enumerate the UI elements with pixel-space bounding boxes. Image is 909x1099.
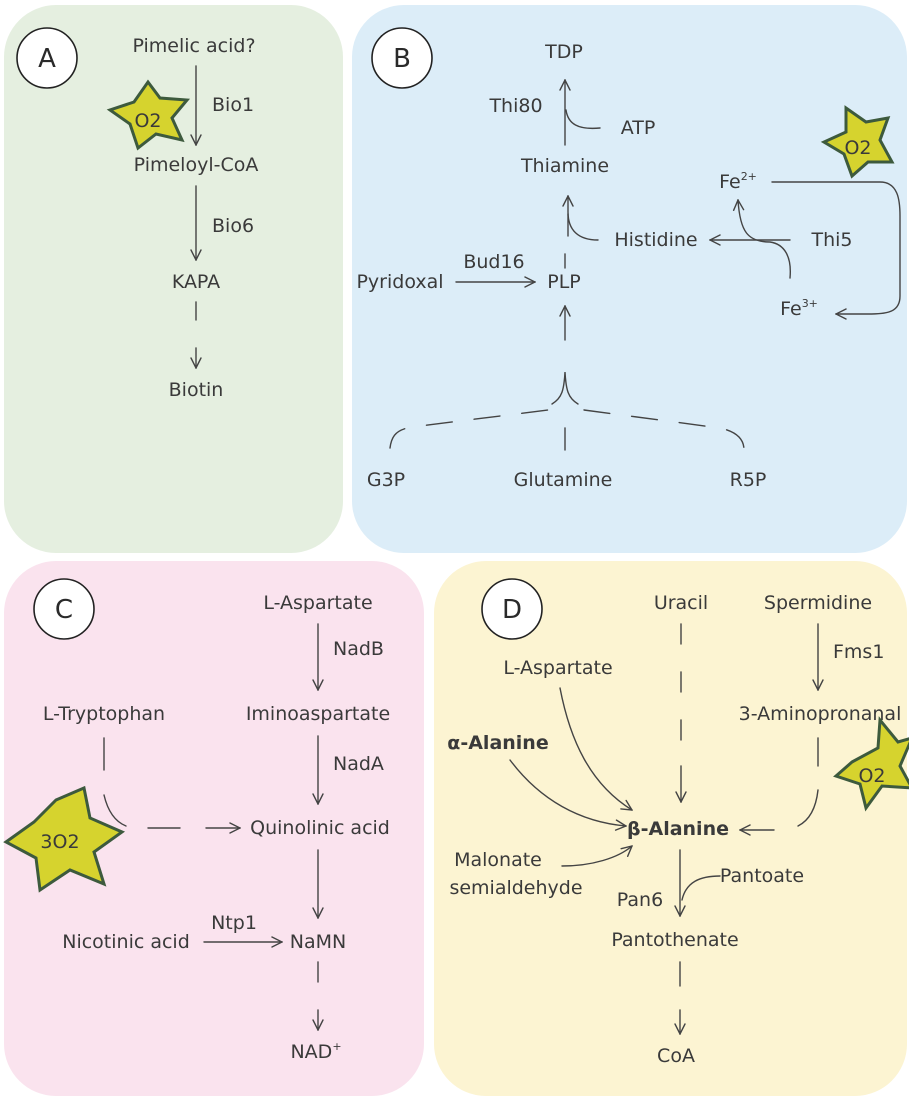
r5p-label: R5P xyxy=(730,469,767,491)
panel-b-background xyxy=(352,5,907,553)
pantothenate-label: Pantothenate xyxy=(611,929,738,951)
bio1-label: Bio1 xyxy=(212,94,254,116)
pimelic-acid-label: Pimelic acid? xyxy=(132,35,255,57)
panel-c: C L-Aspartate NadB L-Tryptophan Iminoasp… xyxy=(3,561,424,1096)
dash-r5p xyxy=(583,409,745,451)
o2-label: O2 xyxy=(858,765,885,787)
panel-b: B O2 TDP Thi80 ATP Thiamine Histidine Fe… xyxy=(352,5,907,553)
precursor-junction xyxy=(551,371,579,405)
panel-d-label-circle xyxy=(481,578,543,640)
panel-b-label-circle xyxy=(371,27,433,89)
thi5-label: Thi5 xyxy=(810,229,852,251)
panel-d-label: D xyxy=(502,595,522,625)
dash-aminopropanal-2 xyxy=(797,789,819,827)
atp-branch-line xyxy=(565,109,601,130)
beta-alanine-label: β-Alanine xyxy=(627,818,729,840)
pantoate-label: Pantoate xyxy=(720,865,804,887)
panel-a: A O2 Pimelic acid? Bio1 Pimeloyl-CoA Bio… xyxy=(4,5,343,553)
semialdehyde-label: semialdehyde xyxy=(449,877,582,899)
aminopropanal-label: 3-Aminopronanal xyxy=(739,703,902,725)
pimeloyl-coa-label: Pimeloyl-CoA xyxy=(134,154,259,176)
arrow-fe3-to-fe2 xyxy=(738,200,791,279)
panel-d: D Uracil Spermidine Fms1 L-Aspartate 3-A… xyxy=(434,561,909,1096)
nadb-label: NadB xyxy=(333,638,384,660)
o2-star-icon: O2 xyxy=(833,716,909,812)
tdp-label: TDP xyxy=(544,41,583,63)
d-l-aspartate-label: L-Aspartate xyxy=(503,657,612,679)
g3p-label: G3P xyxy=(367,469,405,491)
fms1-label: Fms1 xyxy=(833,641,884,663)
3o2-star-icon: 3O2 xyxy=(3,785,126,893)
panel-c-label-circle xyxy=(33,578,95,640)
thi80-label: Thi80 xyxy=(488,95,542,117)
glutamine-label: Glutamine xyxy=(514,469,613,491)
arrow-aspartate-to-beta-alanine xyxy=(559,687,632,810)
coa-label: CoA xyxy=(657,1045,695,1067)
pyridoxal-label: Pyridoxal xyxy=(356,271,443,293)
malonate-label: Malonate xyxy=(454,849,542,871)
panel-d-background xyxy=(434,561,907,1096)
namn-label: NaMN xyxy=(290,931,346,953)
uracil-label: Uracil xyxy=(654,592,708,614)
l-aspartate-label: L-Aspartate xyxy=(263,592,372,614)
atp-label: ATP xyxy=(621,117,656,139)
pan6-label: Pan6 xyxy=(617,889,663,911)
panel-a-label-circle xyxy=(16,27,78,89)
arrow-fe2-to-fe3 xyxy=(771,181,901,314)
panel-b-label: B xyxy=(393,44,411,74)
panel-c-label: C xyxy=(55,595,73,625)
plp-label: PLP xyxy=(547,271,581,293)
nicotinic-acid-label: Nicotinic acid xyxy=(62,931,190,953)
o2-label: O2 xyxy=(134,110,161,132)
bio6-label: Bio6 xyxy=(212,215,254,237)
arrow-malonate-to-beta-alanine xyxy=(561,846,632,867)
o2-star-icon: O2 xyxy=(106,79,191,151)
l-tryptophan-label: L-Tryptophan xyxy=(43,703,165,725)
alpha-alanine-label: α-Alanine xyxy=(447,732,548,754)
o2-label: O2 xyxy=(844,137,871,159)
arrow-alpha-alanine-to-beta-alanine xyxy=(509,759,626,826)
bud16-label: Bud16 xyxy=(463,251,524,273)
biotin-label: Biotin xyxy=(169,379,224,401)
arrow-histidine-to-thiamine xyxy=(568,196,599,241)
kapa-label: KAPA xyxy=(172,271,220,293)
quinolinic-acid-label: Quinolinic acid xyxy=(250,817,390,839)
panel-a-label: A xyxy=(38,44,56,74)
pantoate-branch-line xyxy=(681,875,721,901)
ntp1-label: Ntp1 xyxy=(211,912,257,934)
histidine-label: Histidine xyxy=(614,229,697,251)
nad-label: NAD+ xyxy=(290,1040,341,1063)
panel-a-background xyxy=(4,5,343,553)
o2-star-icon: O2 xyxy=(820,105,895,179)
thiamine-label: Thiamine xyxy=(520,155,609,177)
nada-label: NadA xyxy=(333,753,384,775)
dash-tryptophan-2 xyxy=(103,794,127,827)
dash-g3p xyxy=(389,409,549,449)
spermidine-label: Spermidine xyxy=(764,592,872,614)
3o2-label: 3O2 xyxy=(40,831,79,853)
iminoaspartate-label: Iminoaspartate xyxy=(246,703,390,725)
